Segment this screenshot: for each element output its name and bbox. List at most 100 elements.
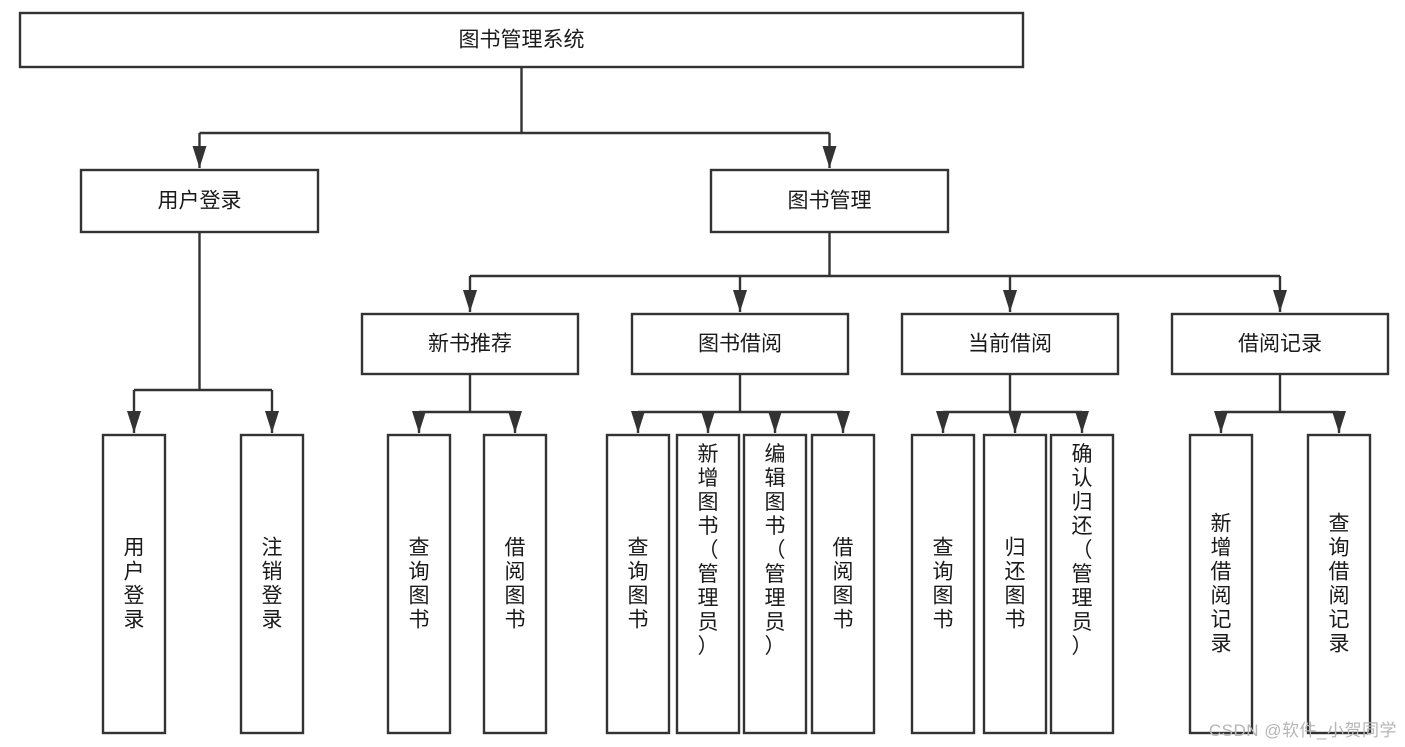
node-label-book-manage: 图书管理 xyxy=(788,190,872,213)
node-label-char: 图 xyxy=(505,585,526,608)
node-label-char: 询 xyxy=(933,561,954,584)
node-box-leaf-confirm-return[interactable] xyxy=(1049,433,1115,735)
node-label-char: 阅 xyxy=(833,561,854,584)
node-label-char: 阅 xyxy=(1211,585,1232,608)
node-label-char: 录 xyxy=(124,609,145,632)
node-label-char: 阅 xyxy=(505,561,526,584)
node-box-borrow-record[interactable] xyxy=(1170,312,1390,376)
node-label-char: 书 xyxy=(409,609,430,632)
arrow-head-icon xyxy=(1075,411,1089,433)
node-label-char: 辑 xyxy=(765,467,786,490)
arrow-head-icon xyxy=(192,146,207,168)
node-label-char: 书 xyxy=(765,515,786,538)
node-label-char: 书 xyxy=(1005,609,1026,632)
arrow-head-icon xyxy=(836,411,850,433)
node-label-char: 询 xyxy=(628,561,649,584)
node-label-char: 借 xyxy=(505,537,526,560)
node-box-leaf-borrow-book-2[interactable] xyxy=(810,433,876,735)
node-label-char: 图 xyxy=(933,585,954,608)
node-label-char: 归 xyxy=(1072,491,1093,514)
node-label-char: 用 xyxy=(124,537,145,560)
node-label-char: 图 xyxy=(833,585,854,608)
node-label-char: 理 xyxy=(698,587,719,610)
node-label-char: 图 xyxy=(698,491,719,514)
arrow-head-icon xyxy=(1214,411,1228,433)
node-box-leaf-edit-book[interactable] xyxy=(742,433,808,735)
node-label-char: 查 xyxy=(628,537,649,560)
node-box-leaf-return-book[interactable] xyxy=(982,433,1048,735)
node-label-char: 户 xyxy=(124,561,145,584)
node-box-leaf-add-book[interactable] xyxy=(675,433,741,735)
node-label-char: 编 xyxy=(765,443,786,466)
node-box-user-login[interactable] xyxy=(79,168,320,234)
node-label-char: 确 xyxy=(1072,443,1093,466)
node-label-char: 还 xyxy=(1005,561,1026,584)
node-label-char: 记 xyxy=(1329,609,1350,632)
node-label-char: （ xyxy=(765,539,786,562)
node-borrow-record[interactable]: 借阅记录 xyxy=(1170,312,1390,376)
node-label-root: 图书管理系统 xyxy=(459,29,585,52)
node-box-root[interactable] xyxy=(18,11,1025,69)
node-label-char: 书 xyxy=(628,609,649,632)
node-box-leaf-query-record[interactable] xyxy=(1306,433,1372,735)
node-label-char: 图 xyxy=(765,491,786,514)
node-box-leaf-logout[interactable] xyxy=(239,433,305,735)
node-new-book-recommend[interactable]: 新书推荐 xyxy=(360,312,580,376)
node-box-new-book-recommend[interactable] xyxy=(360,312,580,376)
node-label-char: 图 xyxy=(1005,585,1026,608)
node-label-char: 登 xyxy=(262,585,283,608)
node-label-borrow-record: 借阅记录 xyxy=(1238,333,1322,356)
node-book-manage[interactable]: 图书管理 xyxy=(709,168,950,234)
node-box-leaf-add-record[interactable] xyxy=(1188,433,1254,735)
arrow-head-icon xyxy=(822,146,837,168)
node-box-book-borrow[interactable] xyxy=(630,312,850,376)
node-label-char: 询 xyxy=(409,561,430,584)
node-label-book-borrow: 图书借阅 xyxy=(698,333,782,356)
arrow-head-icon xyxy=(1008,411,1022,433)
arrow-head-icon xyxy=(631,411,645,433)
watermark-label: CSDN @软件_小贺同学 xyxy=(1208,721,1397,740)
node-label-char: 录 xyxy=(1211,633,1232,656)
node-current-borrow[interactable]: 当前借阅 xyxy=(900,312,1120,376)
node-root[interactable]: 图书管理系统 xyxy=(18,11,1025,69)
arrow-head-icon xyxy=(265,411,279,433)
node-box-leaf-query-book-1[interactable] xyxy=(386,433,452,735)
node-box-leaf-borrow-book-1[interactable] xyxy=(482,433,548,735)
node-book-borrow[interactable]: 图书借阅 xyxy=(630,312,850,376)
arrow-head-icon xyxy=(936,411,950,433)
node-label-char: 图 xyxy=(628,585,649,608)
node-label-char: ） xyxy=(698,635,719,658)
node-box-leaf-query-book-3[interactable] xyxy=(910,433,976,735)
node-box-leaf-query-book-2[interactable] xyxy=(605,433,671,735)
node-label-char: 还 xyxy=(1072,515,1093,538)
node-label-char: 书 xyxy=(833,609,854,632)
node-label-char: 录 xyxy=(1329,633,1350,656)
node-label-char: 员 xyxy=(698,611,719,634)
node-label-char: （ xyxy=(698,539,719,562)
node-box-book-manage[interactable] xyxy=(709,168,950,234)
node-label-char: 管 xyxy=(698,563,719,586)
node-label-char: 注 xyxy=(262,537,283,560)
node-user-login[interactable]: 用户登录 xyxy=(79,168,320,234)
node-leaf-user-login[interactable]: 用户登录 xyxy=(101,433,167,735)
node-label-char: 管 xyxy=(765,563,786,586)
node-box-leaf-user-login[interactable] xyxy=(101,433,167,735)
node-label-char: 借 xyxy=(833,537,854,560)
node-label-char: 新 xyxy=(698,443,719,466)
node-box-current-borrow[interactable] xyxy=(900,312,1120,376)
arrow-head-icon xyxy=(733,290,747,312)
